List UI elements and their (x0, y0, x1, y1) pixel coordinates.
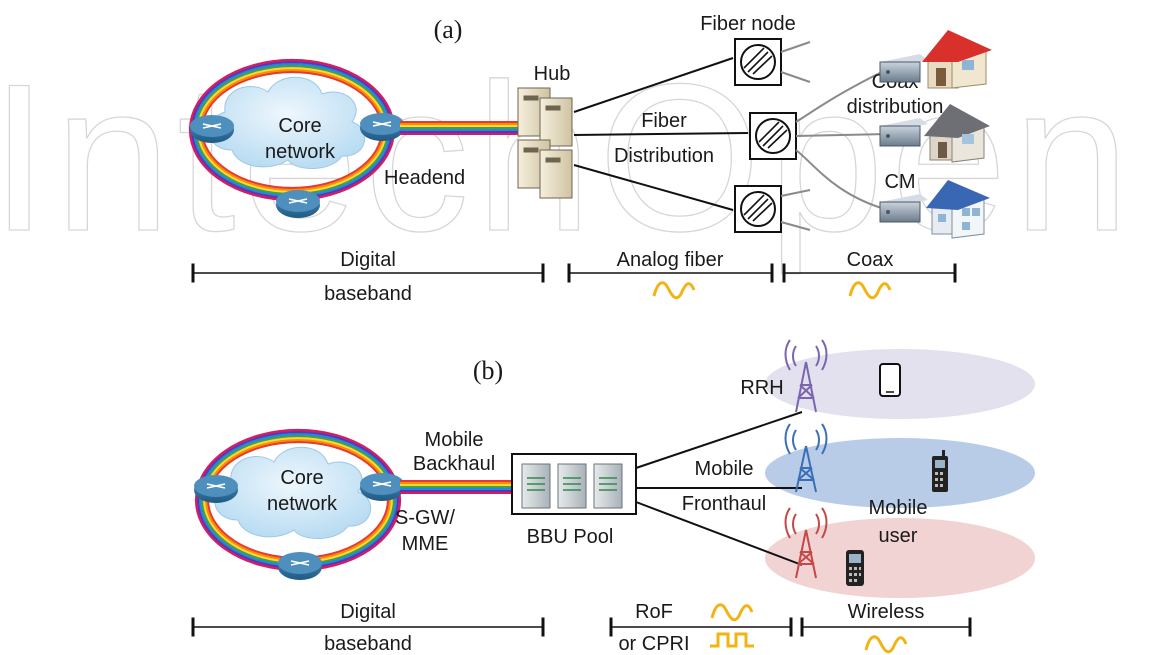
fronthaul-label-2: Fronthaul (682, 493, 767, 515)
cm-label: CM (884, 171, 915, 193)
coverage-ellipse (765, 438, 1035, 508)
router-icon (190, 115, 234, 143)
cable-modem-icon (879, 194, 928, 223)
mobile-user-label-1: Mobile (869, 497, 928, 519)
rainbow-link-b (400, 480, 512, 494)
analog-wave-icon (864, 635, 908, 654)
router-icon (194, 475, 238, 503)
digital-pulse-icon (710, 632, 754, 648)
coverage-ellipse (765, 518, 1035, 598)
rrh-tower-icon (784, 339, 828, 413)
rrh-tower-icon (784, 507, 828, 579)
seg-rof-label-2: or CPRI (618, 633, 689, 655)
fronthaul-label-1: Mobile (695, 458, 754, 480)
feature-phone-icon (846, 550, 864, 586)
core-label-1: Core (278, 115, 321, 137)
feature-phone-icon (932, 450, 948, 492)
panel-a-label: (a) (434, 15, 463, 44)
seg-coax-label: Coax (847, 249, 894, 271)
panel-a: (a) Core network (188, 13, 992, 305)
house-icon (924, 104, 990, 163)
backhaul-label-2: Backhaul (413, 453, 495, 475)
seg-analog-label: Analog fiber (617, 249, 724, 271)
seg-digital-label-1: Digital (340, 601, 396, 623)
fiber-lines (573, 57, 749, 211)
fiber-dist-label-2: Distribution (614, 145, 714, 167)
router-icon (360, 113, 404, 141)
bbu-pool-icon (511, 453, 637, 515)
rrh-tower-icon (784, 423, 828, 493)
coax-branches (780, 41, 891, 231)
fiber-node-icon (749, 112, 797, 160)
house-icon (926, 180, 990, 239)
analog-wave-icon (652, 281, 696, 300)
core-label-2: network (265, 141, 336, 163)
panel-b-label: (b) (473, 356, 503, 385)
hub-server-icon (517, 87, 573, 199)
core-cloud-b: Core network (214, 446, 372, 540)
seg-digital-label-1: Digital (340, 249, 396, 271)
analog-wave-icon (710, 603, 754, 622)
fiber-node-icon (734, 185, 782, 233)
backhaul-label-1: Mobile (425, 429, 484, 451)
rainbow-link-a (400, 121, 520, 135)
router-icon (276, 190, 320, 218)
fronthaul-lines (635, 411, 803, 566)
fiber-node-label: Fiber node (700, 13, 796, 35)
rrh-label: RRH (740, 377, 783, 399)
router-icon (278, 552, 322, 580)
seg-digital-label-2: baseband (324, 283, 412, 305)
fiber-dist-label-1: Fiber (641, 110, 687, 132)
smartphone-icon (879, 363, 901, 397)
analog-wave-icon (848, 281, 892, 300)
headend-label: Headend (384, 167, 465, 189)
mobile-user-label-2: user (879, 525, 918, 547)
cable-modem-icon (879, 54, 928, 83)
house-icon (922, 30, 992, 89)
hub-label: Hub (534, 63, 571, 85)
core-cloud-a: Core network (208, 76, 366, 170)
seg-wireless-label: Wireless (848, 601, 925, 623)
seg-rof-label-1: RoF (635, 601, 673, 623)
cable-modem-icon (879, 118, 928, 147)
seg-digital-label-2: baseband (324, 633, 412, 655)
panel-b: (b) Core network (191, 339, 1035, 655)
core-label-1: Core (280, 467, 323, 489)
coax-dist-label-2: distribution (847, 96, 944, 118)
fiber-node-icon (734, 38, 782, 86)
sgw-label-2: MME (402, 533, 449, 555)
sgw-label-1: S-GW/ (395, 507, 455, 529)
core-label-2: network (267, 493, 338, 515)
router-icon (360, 473, 404, 501)
bbu-label: BBU Pool (527, 526, 614, 548)
